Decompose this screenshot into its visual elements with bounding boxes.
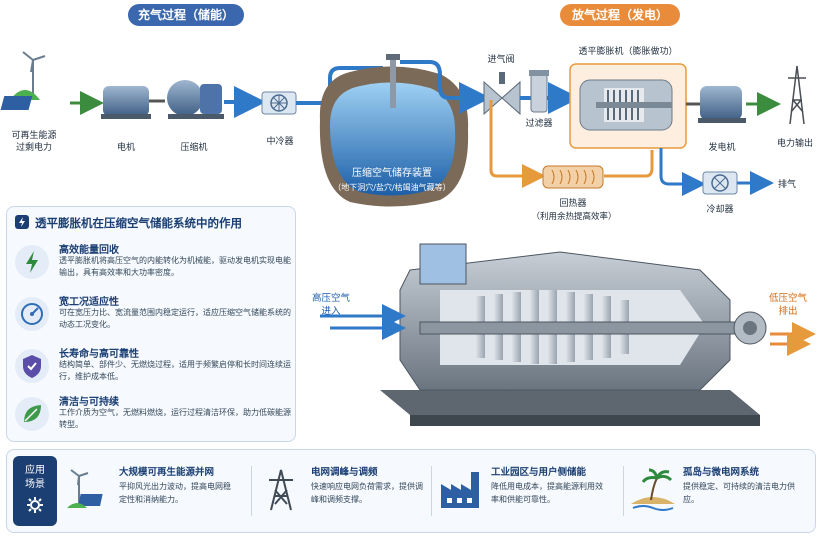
process-flow-diagram (0, 51, 806, 207)
label-storage-sub: （地下洞穴/盐穴/枯竭油气藏等） (333, 183, 451, 192)
application-item: 大规模可再生能源并网 平抑风光出力波动，提高电网稳定性和消纳能力。 (65, 458, 245, 524)
label-motor: 电机 (116, 143, 135, 153)
label-intercooler: 中冷器 (266, 137, 294, 147)
label-storage-title: 压缩空气储存装置 (352, 168, 432, 179)
feature-item: 清洁与可持续 工作介质为空气，无燃料燃烧，运行过程清洁环保，助力低碳能源转型。 (15, 393, 291, 439)
lightning-icon (15, 245, 49, 279)
label-cooler: 冷却器 (706, 205, 734, 215)
leaf-icon (15, 397, 49, 431)
label-regenerator-sub: （利用余热提高效率） (531, 212, 617, 222)
feature-desc: 结构简单、部件少、无燃烧过程，适用于频繁启停和长时间连续运行，维护成本低。 (59, 360, 291, 381)
panel-title: 透平膨胀机在压缩空气储能系统中的作用 (35, 216, 242, 230)
storage-cavern (319, 54, 469, 207)
label-turbo-expander: 透平膨胀机（膨胀做功） (578, 47, 678, 57)
application-tag-label: 应用 场景 (25, 465, 45, 490)
label-generator: 发电机 (708, 143, 736, 153)
feature-item: 长寿命与高可靠性 结构简单、部件少、无燃烧过程，适用于频繁启停和长时间连续运行，… (15, 345, 291, 391)
wind-solar-icon (65, 464, 113, 514)
motor-icon (101, 86, 151, 119)
function-panel: 透平膨胀机在压缩空气储能系统中的作用 高效能量回收 透平膨胀机将高压空气的内能转… (6, 206, 296, 442)
label-regenerator: 回热器 (559, 199, 587, 209)
divider (251, 466, 252, 516)
gear-icon (27, 497, 43, 513)
application-scenarios: 应用 场景 大规模可再生能源并网 平抑风光出力波动，提高电网稳定性和消纳能力。 … (6, 449, 816, 533)
feature-desc: 透平膨胀机将高压空气的内能转化为机械能，驱动发电机实现电能输出，具有高效率和大功… (59, 256, 291, 277)
label-compressor: 压缩机 (180, 143, 208, 153)
compressor-icon (167, 80, 224, 119)
feature-desc: 可在宽压力比、宽流量范围内稳定运行，适应压缩空气储能系统的动态工况变化。 (59, 308, 291, 329)
factory-icon (437, 464, 485, 514)
application-tag: 应用 场景 (13, 456, 57, 526)
label-power-output: 电力输出 (776, 139, 813, 149)
label-low-pressure-outlet: 低压空气 排出 (768, 293, 807, 317)
feature-title: 宽工况适应性 (59, 297, 119, 308)
feature-title: 高效能量回收 (59, 245, 119, 256)
label-exhaust: 排气 (777, 180, 796, 190)
generator-icon (698, 86, 746, 123)
label-filter: 过滤器 (525, 119, 553, 129)
application-item: 电网调峰与调频 快速响应电网负荷需求，提供调峰和调频支撑。 (257, 458, 437, 524)
filter-icon (529, 70, 549, 113)
application-title: 大规模可再生能源并网 (119, 467, 215, 478)
label-high-pressure-inlet: 高压空气 进入 (311, 293, 350, 317)
gauge-icon (15, 297, 49, 331)
cooler-icon (702, 171, 738, 195)
power-tower-icon (788, 65, 806, 125)
feature-desc: 工作介质为空气，无燃料燃烧，运行过程清洁环保，助力低碳能源转型。 (59, 408, 291, 429)
application-title: 孤岛与微电网系统 (683, 467, 760, 478)
application-desc: 快速响应电网负荷需求，提供调峰和调频支撑。 (311, 482, 423, 504)
lightning-bolt-icon (15, 215, 29, 229)
transmission-tower-icon (257, 464, 305, 514)
shield-icon (15, 349, 49, 383)
turbo-expander-icon (579, 79, 673, 131)
feature-item: 宽工况适应性 可在宽压力比、宽流量范围内稳定运行，适应压缩空气储能系统的动态工况… (15, 293, 291, 339)
application-title: 电网调峰与调频 (311, 467, 378, 478)
label-intake-valve: 进气阀 (487, 55, 515, 65)
charge-process-header: 充气过程（储能） (128, 4, 244, 26)
intake-valve-icon (483, 72, 521, 116)
discharge-process-header: 放气过程（发电） (560, 4, 680, 26)
intercooler-icon (261, 91, 297, 115)
renewable-source-icon (0, 51, 46, 110)
feature-title: 清洁与可持续 (59, 397, 119, 408)
island-icon (629, 464, 677, 514)
application-item: 孤岛与微电网系统 提供稳定、可持续的清洁电力供应。 (629, 458, 809, 524)
divider (623, 466, 624, 516)
application-title: 工业园区与用户侧储能 (491, 467, 587, 478)
feature-item: 高效能量回收 透平膨胀机将高压空气的内能转化为机械能，驱动发电机实现电能输出，具… (15, 241, 291, 287)
feature-title: 长寿命与高可靠性 (59, 349, 139, 360)
application-desc: 平抑风光出力波动，提高电网稳定性和消纳能力。 (119, 482, 231, 504)
regenerator-icon (542, 165, 604, 189)
turbo-expander-cutaway (320, 243, 816, 426)
label-renewable-source: 可再生能源 过剩电力 (11, 131, 57, 153)
application-item: 工业园区与用户侧储能 降低用电成本，提高能源利用效率和供能可靠性。 (437, 458, 623, 524)
application-desc: 提供稳定、可持续的清洁电力供应。 (683, 482, 795, 504)
divider (431, 466, 432, 516)
application-desc: 降低用电成本，提高能源利用效率和供能可靠性。 (491, 482, 603, 504)
